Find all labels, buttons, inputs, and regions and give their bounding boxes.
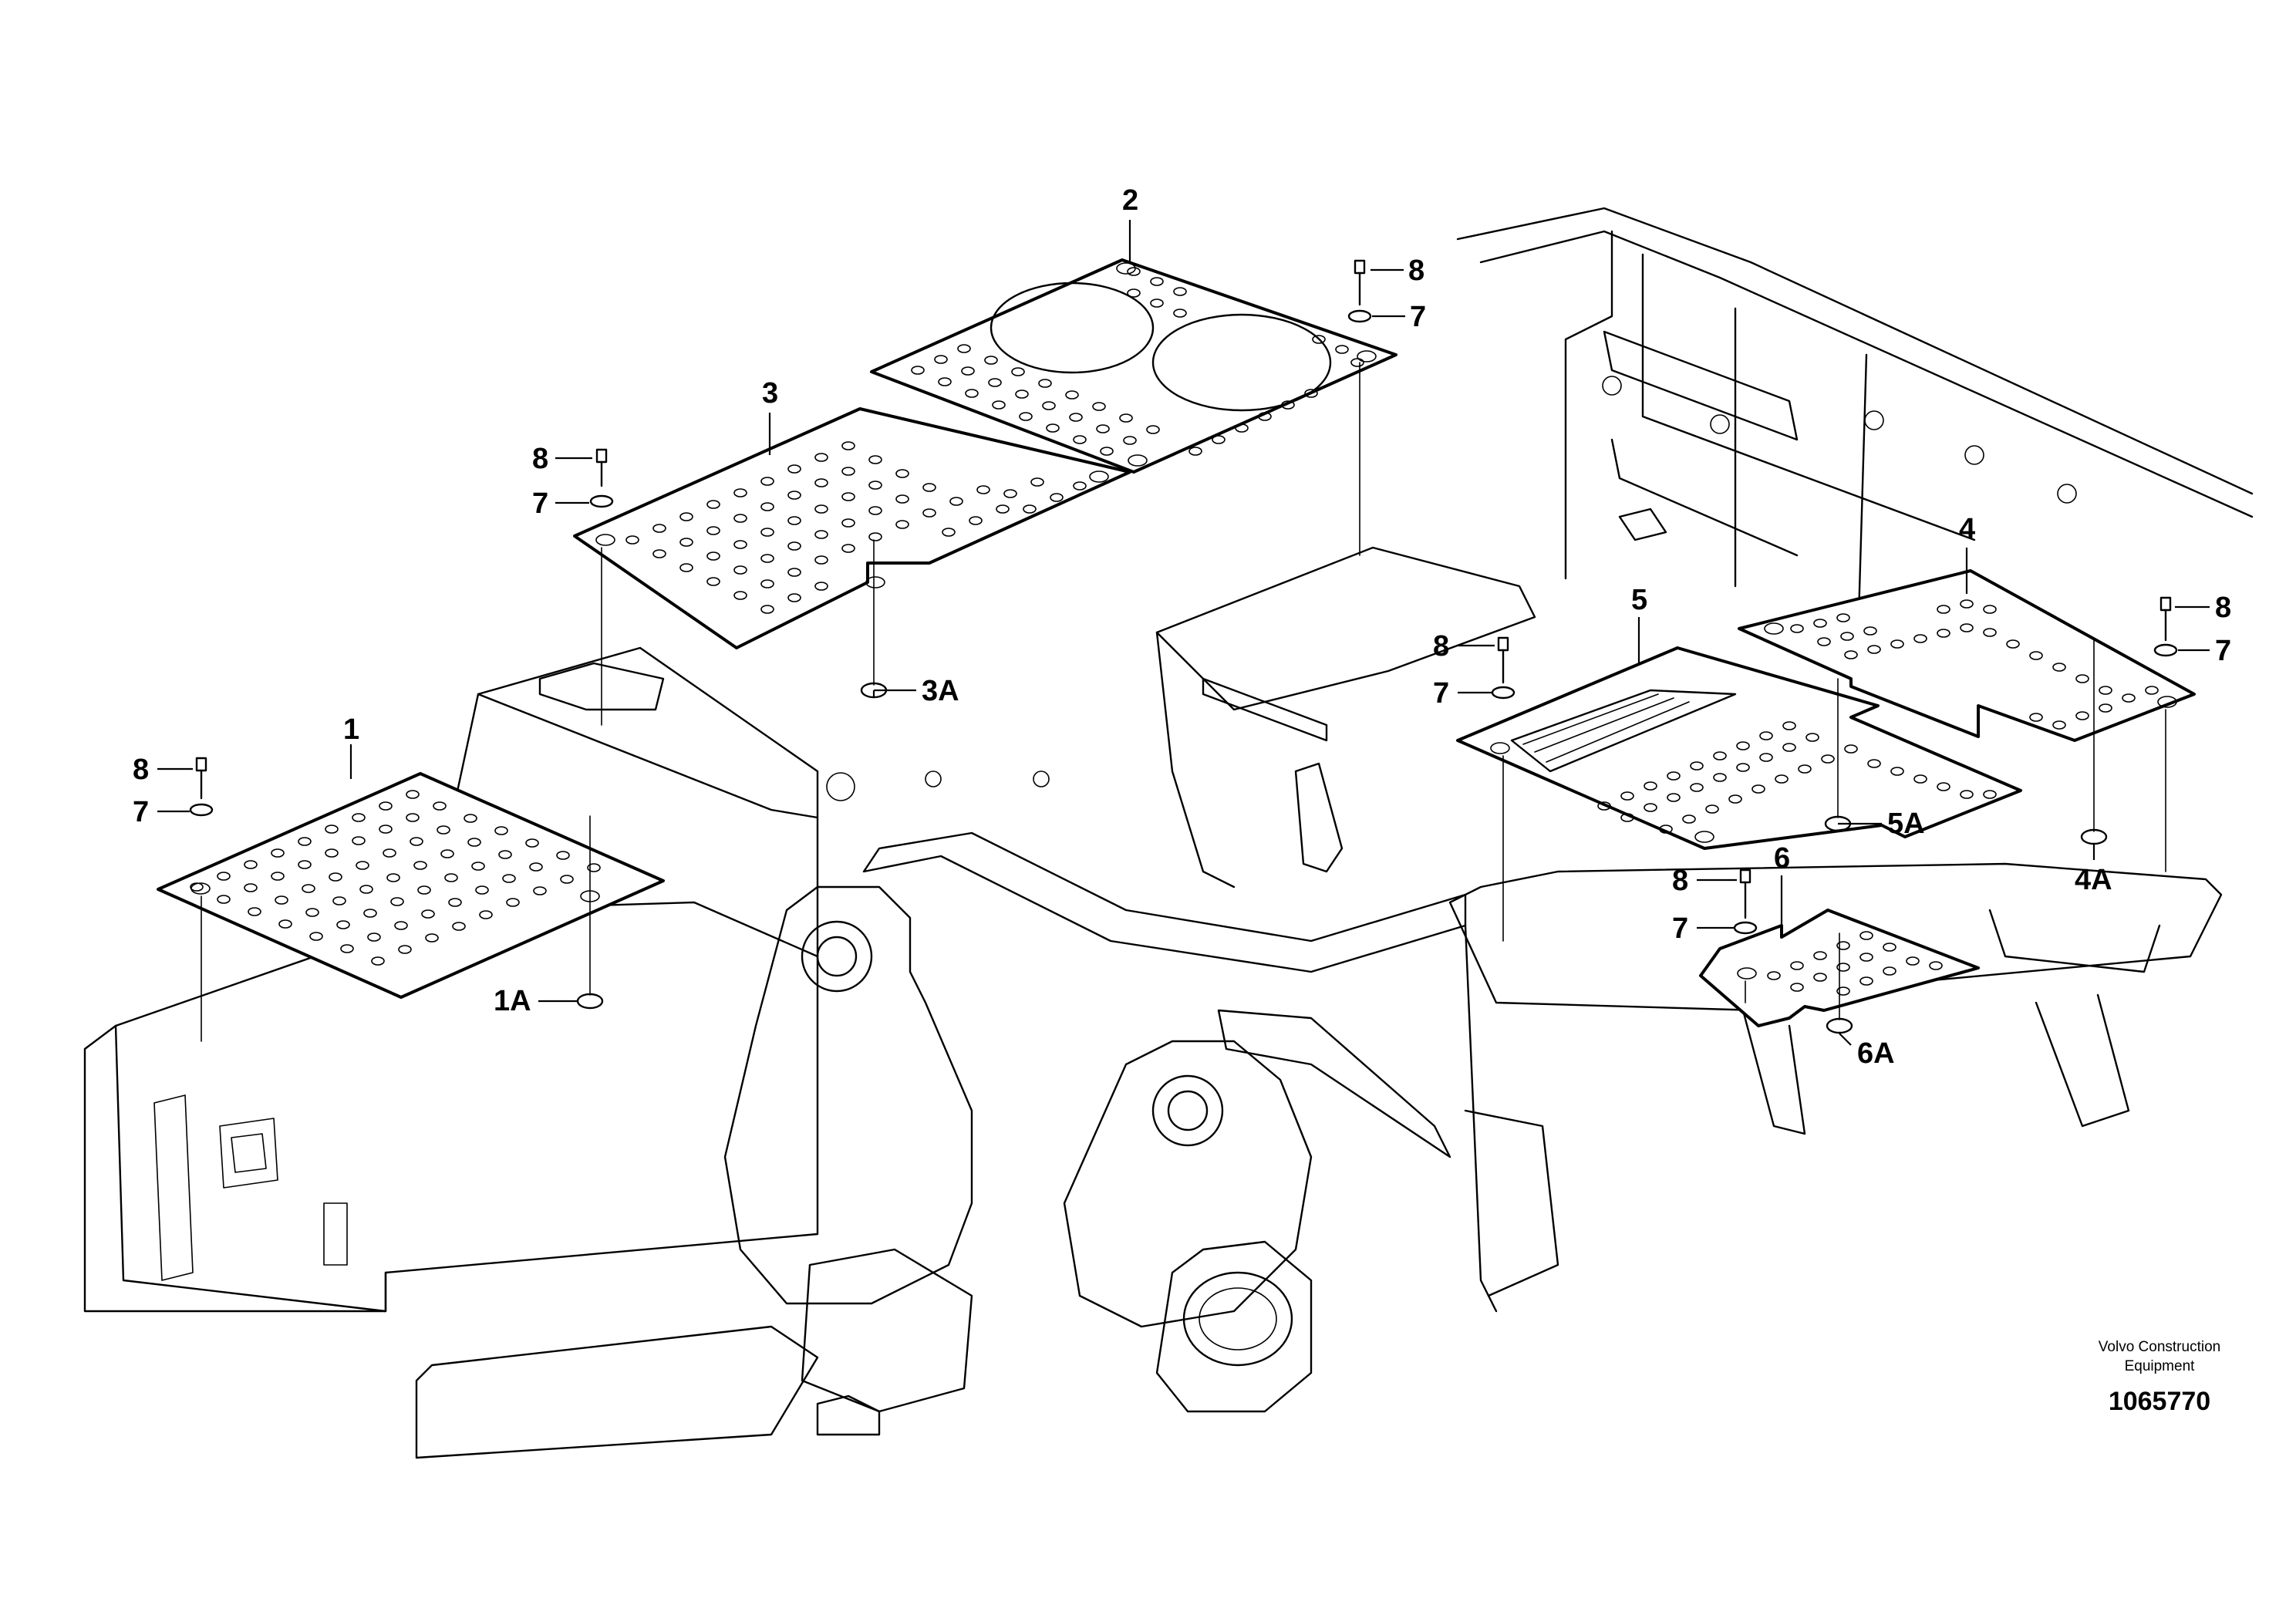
washer-1a xyxy=(576,993,604,1010)
bolt-8-plate-5 xyxy=(1497,636,1509,684)
callout-8-plate-4: 8 xyxy=(2215,592,2231,624)
part-3-cover-plate xyxy=(573,407,1131,649)
fasteners xyxy=(189,259,2178,1034)
assembly-lines xyxy=(201,362,2166,1042)
part-5-cover-plate xyxy=(1456,646,2022,850)
machine-frame-background xyxy=(83,207,2254,1459)
callout-4a: 4A xyxy=(2075,864,2112,896)
callout-8-plate-1: 8 xyxy=(133,754,149,786)
footer-brand-block: Volvo Construction Equipment 1065770 xyxy=(2099,1339,2220,1416)
brand-line-2: Equipment xyxy=(2125,1358,2196,1374)
washer-6a xyxy=(1826,1017,1853,1034)
callout-7-plate-4: 7 xyxy=(2215,635,2231,667)
callout-4: 4 xyxy=(1959,513,1975,545)
washer-7-plate-2 xyxy=(1347,309,1372,323)
washer-7-plate-1 xyxy=(189,803,214,817)
callout-5a: 5A xyxy=(1887,808,1925,840)
part-1-cover-plate xyxy=(157,772,665,999)
brand-line-1: Volvo Construction xyxy=(2099,1339,2220,1355)
washer-7-plate-6 xyxy=(1733,921,1758,935)
part-2-cover-plate-with-openings xyxy=(870,258,1397,474)
leader-lines xyxy=(157,220,2210,1046)
bolt-8-plate-4 xyxy=(2159,596,2172,642)
bolt-8-plate-1 xyxy=(195,757,207,800)
callout-7-plate-1: 7 xyxy=(133,796,149,828)
callout-7-plate-3: 7 xyxy=(532,487,548,520)
bolt-8-plate-3 xyxy=(595,448,608,487)
callout-7-plate-5: 7 xyxy=(1433,677,1449,710)
callout-6: 6 xyxy=(1774,842,1790,875)
callout-1a: 1A xyxy=(494,985,531,1017)
callout-2: 2 xyxy=(1122,184,1138,217)
callout-8-plate-3: 8 xyxy=(532,443,548,475)
callout-8-plate-2: 8 xyxy=(1408,255,1424,287)
callout-5: 5 xyxy=(1631,584,1647,616)
callout-8-plate-6: 8 xyxy=(1672,865,1688,897)
document-number: 1065770 xyxy=(2109,1387,2210,1416)
washer-7-plate-5 xyxy=(1491,686,1515,700)
part-4-cover-plate xyxy=(1738,569,2196,742)
callout-labels: 1 1A 2 3 3A 4 4A 5 5A 6 6A 8 7 8 7 8 7 8… xyxy=(133,184,2231,1070)
callout-3: 3 xyxy=(762,377,778,410)
callout-3a: 3A xyxy=(922,675,959,707)
callout-7-plate-6: 7 xyxy=(1672,912,1688,945)
callout-8-plate-5: 8 xyxy=(1433,630,1449,663)
washer-7-plate-3 xyxy=(589,494,614,508)
bolt-8-plate-6 xyxy=(1739,868,1752,919)
washer-7-plate-4 xyxy=(2153,643,2178,657)
bolt-8-plate-2 xyxy=(1354,259,1366,306)
callout-7-plate-2: 7 xyxy=(1410,301,1426,333)
callout-6a: 6A xyxy=(1857,1037,1895,1070)
callout-1: 1 xyxy=(343,713,359,746)
